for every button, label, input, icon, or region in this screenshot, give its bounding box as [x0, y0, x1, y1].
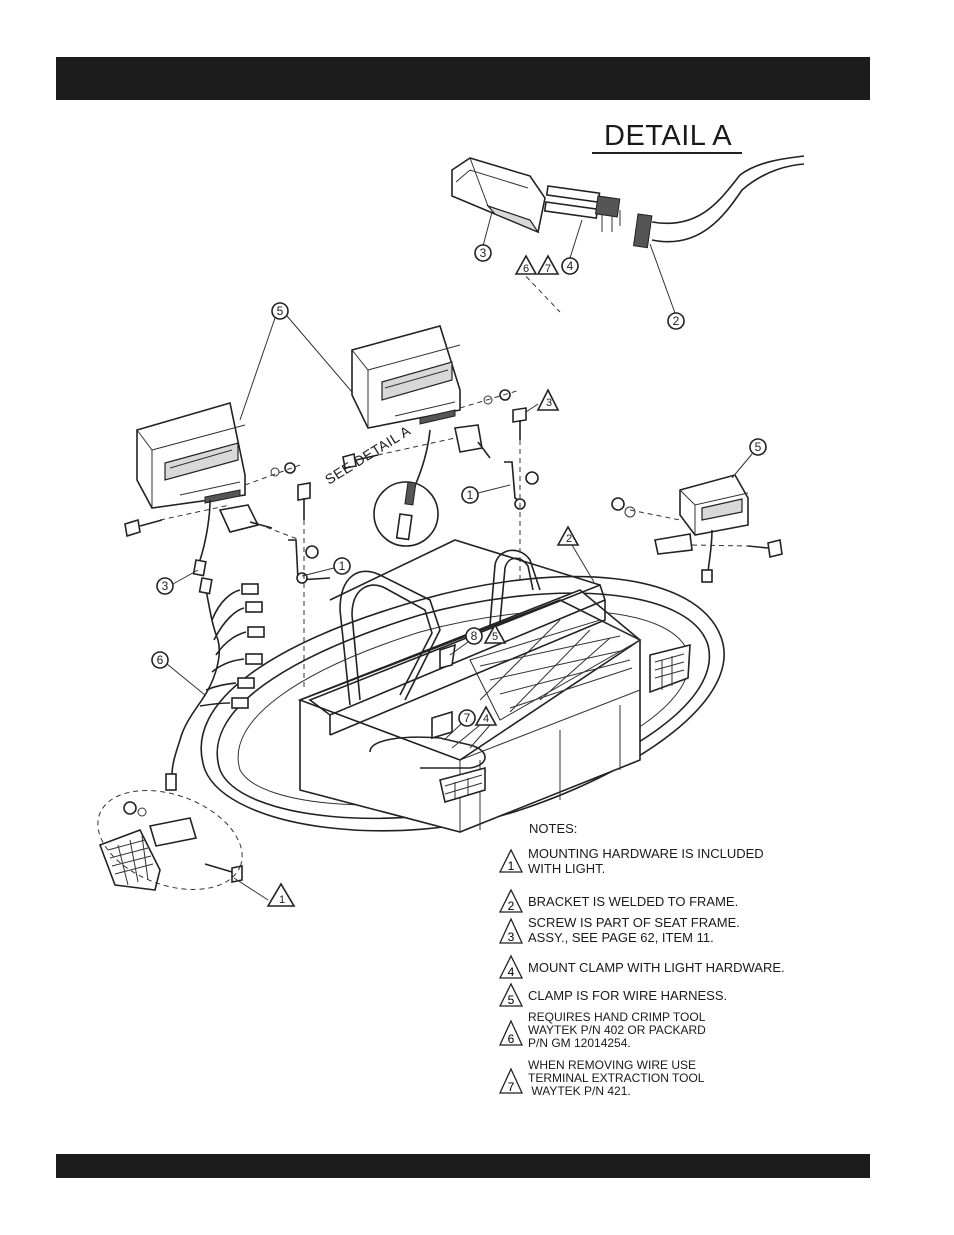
callout-8-label: 8 [471, 629, 478, 643]
callout-5-top: 5 [239, 302, 353, 421]
header-bar [56, 57, 870, 100]
callout-3-left-label: 3 [162, 579, 169, 593]
triangle-2-bracket: 2 [556, 525, 595, 583]
note-4-text: MOUNT CLAMP WITH LIGHT HARDWARE. [528, 960, 785, 975]
trowel-frame [200, 539, 725, 833]
callout-7: 7 [443, 709, 476, 741]
callout-1-left-label: 1 [339, 559, 346, 573]
note-7-triangle-icon: 7 [498, 1067, 524, 1094]
note-4-line1: MOUNT CLAMP WITH LIGHT HARDWARE. [528, 960, 785, 975]
note-6-text: REQUIRES HAND CRIMP TOOL WAYTEK P/N 402 … [528, 1011, 706, 1050]
triangle-7-detail-label: 7 [545, 263, 551, 275]
svg-text:5: 5 [508, 993, 515, 1007]
callout-5-right: 5 [731, 438, 767, 479]
callout-4-detail-label: 4 [567, 259, 574, 273]
callout-2-detail-label: 2 [673, 314, 680, 328]
headlight-left [136, 401, 246, 509]
note-5-triangle-icon: 5 [498, 982, 524, 1007]
note-7-line2: TERMINAL EXTRACTION TOOL [528, 1071, 705, 1085]
note-2-line1: BRACKET IS WELDED TO FRAME. [528, 894, 739, 909]
triangle-6-detail: 6 [514, 254, 538, 275]
triangle-3-bolt: 3 [525, 388, 560, 413]
svg-text:2: 2 [508, 899, 515, 913]
svg-text:6: 6 [508, 1032, 515, 1046]
footer-bar [56, 1154, 870, 1178]
callout-1-center-label: 1 [467, 488, 474, 502]
callout-2-detail: 2 [667, 312, 685, 330]
mounting-hardware [97, 389, 783, 890]
callout-3-detail: 3 [474, 244, 492, 262]
headlight-center [351, 325, 461, 429]
note-6-line2: WAYTEK P/N 402 OR PACKARD [528, 1023, 706, 1037]
callout-1-center: 1 [461, 484, 511, 504]
wire-harness [165, 429, 713, 791]
callout-7-label: 7 [464, 711, 471, 725]
note-1-text: MOUNTING HARDWARE IS INCLUDED WITH LIGHT… [528, 846, 764, 876]
note-3-line2: ASSY., SEE PAGE 62, ITEM 11. [528, 930, 714, 945]
note-2-triangle-icon: 2 [498, 888, 524, 913]
callout-6-harness-label: 6 [157, 653, 164, 667]
note-3-triangle-icon: 3 [498, 917, 524, 944]
triangle-1-rear-label: 1 [279, 894, 285, 906]
detail-a-connector-group [451, 155, 805, 314]
note-3-line1: SCREW IS PART OF SEAT FRAME. [528, 915, 740, 930]
svg-text:1: 1 [508, 859, 515, 873]
notes-title: NOTES: [529, 821, 578, 836]
note-6-line1: REQUIRES HAND CRIMP TOOL [528, 1010, 706, 1024]
note-6-line3: P/N GM 12014254. [528, 1036, 631, 1050]
note-3-text: SCREW IS PART OF SEAT FRAME. ASSY., SEE … [528, 915, 740, 945]
headlight-right [679, 474, 749, 536]
note-1-triangle-icon: 1 [498, 848, 524, 873]
note-1-line1: MOUNTING HARDWARE IS INCLUDED [528, 846, 764, 861]
callout-8: 8 [449, 627, 483, 656]
note-4-triangle-icon: 4 [498, 954, 524, 979]
triangle-5-clamp-label: 5 [492, 631, 498, 643]
triangle-6-detail-label: 6 [523, 263, 529, 275]
callout-5-top-label: 5 [277, 304, 284, 318]
callout-3-detail-label: 3 [480, 246, 487, 260]
svg-text:7: 7 [508, 1080, 515, 1094]
rear-work-light [98, 828, 161, 891]
triangle-4-clamp: 4 [451, 705, 498, 749]
triangle-1-rear: 1 [233, 877, 296, 907]
note-1-line2: WITH LIGHT. [528, 861, 606, 876]
note-7-line3: WAYTEK P/N 421. [528, 1084, 631, 1098]
callout-4-detail: 4 [561, 257, 579, 275]
assembly-lines [159, 269, 749, 690]
triangle-3-bolt-label: 3 [546, 397, 552, 409]
triangle-4-clamp-label: 4 [483, 713, 489, 725]
svg-text:3: 3 [508, 930, 515, 944]
callout-3-left: 3 [156, 569, 199, 595]
callout-5-right-label: 5 [755, 440, 762, 454]
svg-text:4: 4 [508, 965, 515, 979]
note-5-text: CLAMP IS FOR WIRE HARNESS. [528, 988, 727, 1003]
triangle-5-clamp: 5 [483, 623, 507, 644]
callout-1-left: 1 [301, 557, 351, 577]
triangle-2-bracket-label: 2 [566, 533, 572, 545]
note-7-line1: WHEN REMOVING WIRE USE [528, 1058, 697, 1072]
note-2-text: BRACKET IS WELDED TO FRAME. [528, 894, 738, 909]
triangle-7-detail: 7 [536, 254, 560, 275]
detail-a-title: DETAIL A [592, 120, 743, 154]
note-7-text: WHEN REMOVING WIRE USE TERMINAL EXTRACTI… [528, 1059, 704, 1098]
note-6-triangle-icon: 6 [498, 1019, 524, 1046]
callout-6-harness: 6 [151, 651, 206, 696]
note-5-line1: CLAMP IS FOR WIRE HARNESS. [528, 988, 728, 1003]
